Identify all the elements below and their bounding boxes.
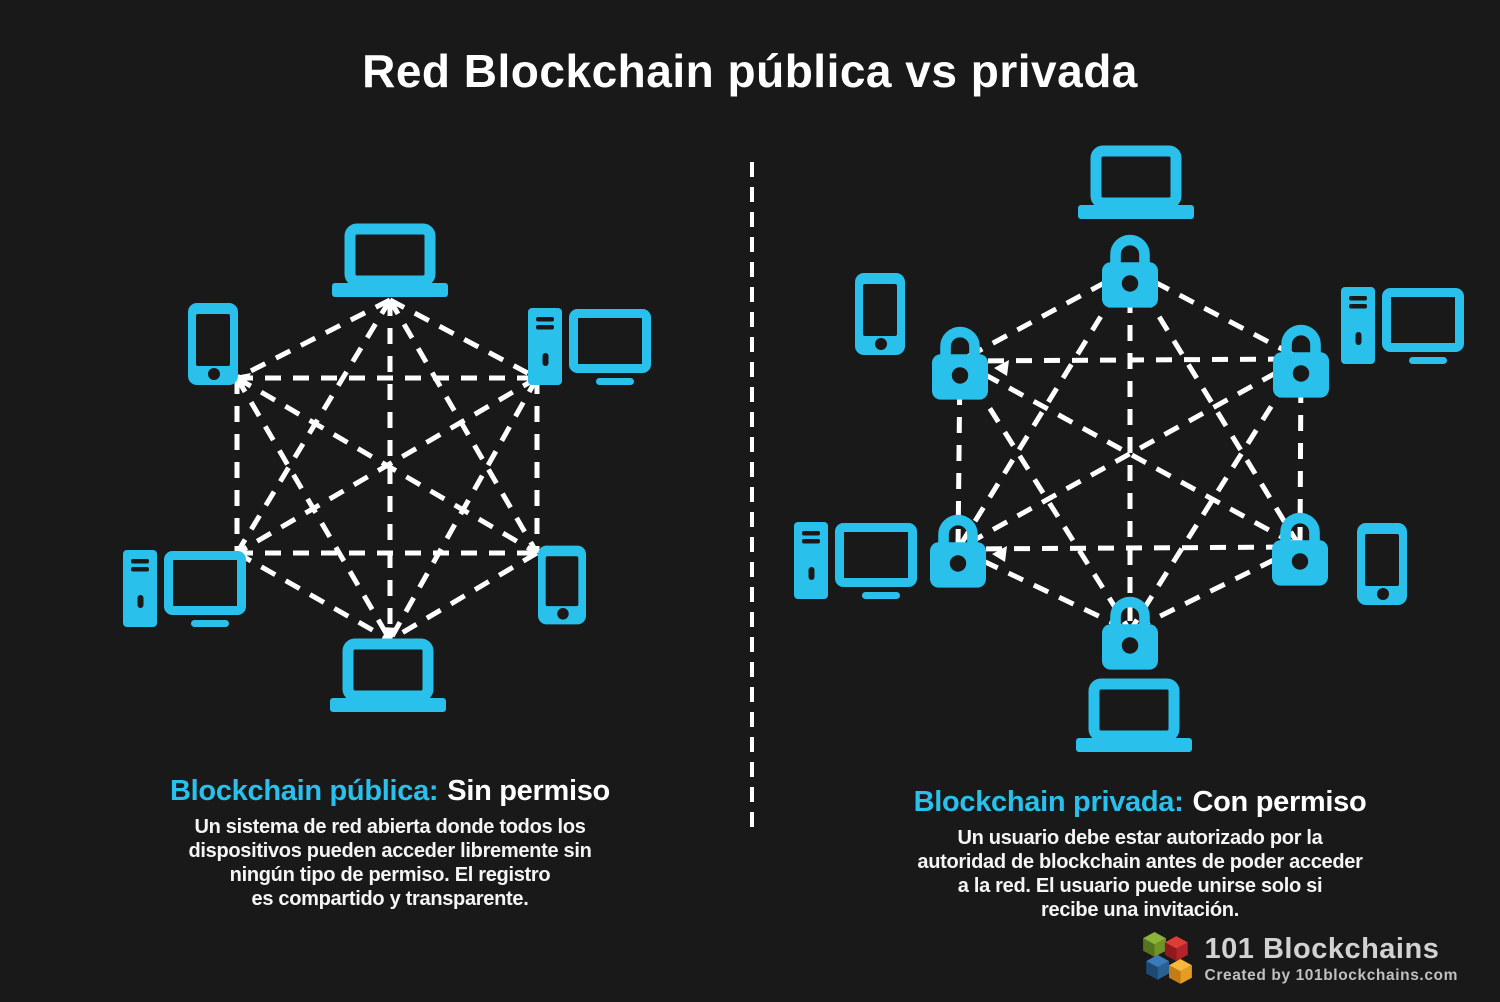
public-description-line: es compartido y transparente.	[251, 888, 529, 910]
padlock-icon	[932, 332, 988, 400]
brand-name: 101 Blockchains	[1204, 932, 1440, 965]
public-heading-rest: Sin permiso	[447, 775, 610, 807]
desktop-computer-icon	[794, 522, 913, 599]
arrowhead	[992, 546, 1007, 562]
mesh-edges	[955, 266, 1304, 634]
laptop-icon	[332, 229, 448, 297]
smartphone-icon	[1357, 523, 1407, 605]
arrowhead	[994, 360, 1009, 376]
smartphone-icon	[188, 303, 238, 385]
mesh-edges	[234, 297, 540, 643]
private-heading-accent: Blockchain privada:	[913, 786, 1184, 818]
laptop-icon	[1076, 684, 1192, 752]
desktop-computer-icon	[528, 308, 647, 385]
padlock-icon	[1273, 330, 1329, 398]
private-network-diagram	[780, 130, 1480, 780]
private-section-caption: Blockchain privada:Con permiso Un usuari…	[850, 786, 1430, 922]
public-description-line: ningún tipo de permiso. El registro	[229, 864, 551, 886]
public-network-diagram	[95, 150, 705, 775]
private-heading-rest: Con permiso	[1192, 786, 1367, 818]
private-heading: Blockchain privada:Con permiso	[850, 786, 1430, 819]
smartphone-icon	[538, 545, 586, 625]
private-description-line: a la red. El usuario puede unirse solo s…	[957, 875, 1323, 897]
private-description-line: Un usuario debe estar autorizado por la	[957, 827, 1323, 849]
section-divider-dashed-line	[750, 162, 754, 834]
desktop-computer-icon	[1341, 287, 1460, 364]
private-description-line: autoridad de blockchain antes de poder a…	[917, 851, 1363, 873]
padlock-icon	[1102, 240, 1158, 308]
laptop-icon	[1078, 151, 1194, 219]
arrowhead	[381, 627, 398, 642]
desktop-computer-icon	[123, 550, 242, 627]
public-section-caption: Blockchain pública:Sin permiso Un sistem…	[90, 775, 690, 911]
cubes-logo-icon	[1142, 932, 1192, 984]
public-heading: Blockchain pública:Sin permiso	[90, 775, 690, 808]
public-heading-accent: Blockchain pública:	[170, 775, 439, 807]
public-description-line: Un sistema de red abierta donde todos lo…	[194, 816, 586, 838]
brand-footer: 101 Blockchains Created by 101blockchain…	[1142, 932, 1458, 986]
brand-credit: Created by 101blockchains.com	[1204, 966, 1458, 984]
private-description-line: recibe una invitación.	[1041, 899, 1239, 921]
arrowhead	[235, 373, 251, 389]
public-description-line: dispositivos pueden acceder libremente s…	[188, 840, 592, 862]
page-title: Red Blockchain pública vs privada	[362, 45, 1138, 97]
brand-text-block: 101 Blockchains Created by 101blockchain…	[1205, 934, 1458, 985]
smartphone-icon	[855, 273, 905, 355]
laptop-icon	[330, 644, 446, 712]
